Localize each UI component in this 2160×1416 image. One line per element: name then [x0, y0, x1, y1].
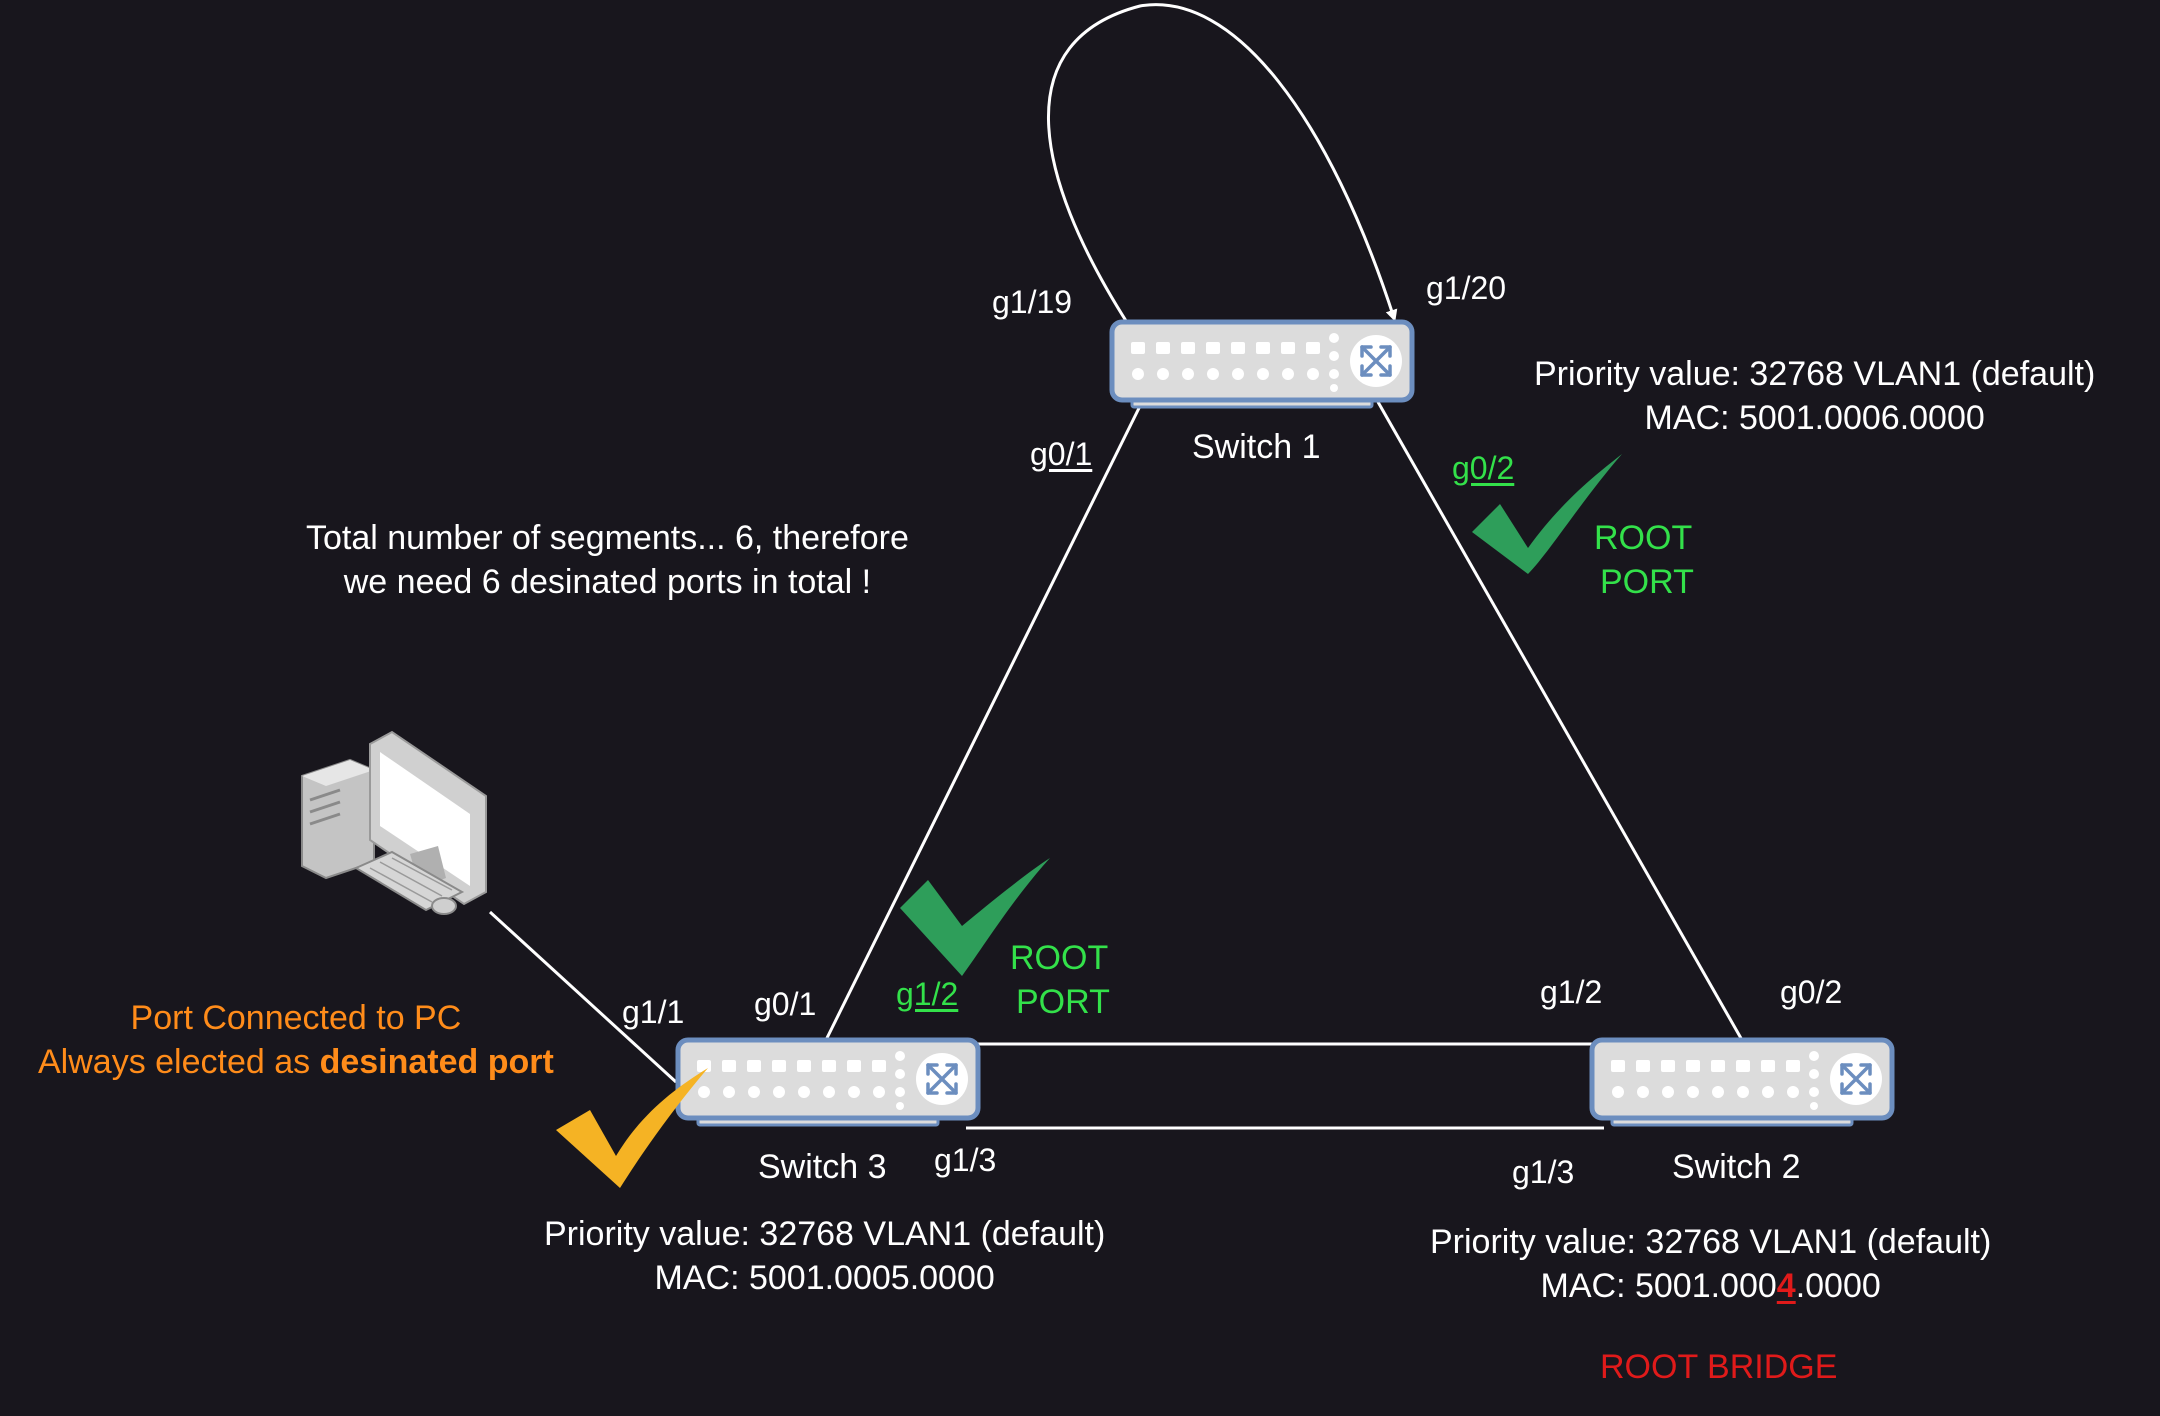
switch-3-name: Switch 3: [758, 1148, 887, 1186]
port-label-s2-g0-2: g0/2: [1780, 974, 1843, 1010]
desktop-pc-icon[interactable]: [301, 730, 487, 915]
port-label-s1-g0-1: g0/1: [1030, 436, 1093, 472]
switch-3-priority: Priority value: 32768 VLAN1 (default): [544, 1215, 1106, 1253]
link-s1-s2: [1376, 401, 1744, 1041]
segments-note: Total number of segments... 6, therefore…: [306, 516, 909, 604]
port-label-s1-g0-2: g0/2: [1452, 450, 1515, 486]
segments-note-line2: we need 6 desinated ports in total !: [343, 563, 872, 601]
switch-3-info: Priority value: 32768 VLAN1 (default) MA…: [544, 1212, 1105, 1300]
switch-1-icon[interactable]: [1112, 322, 1412, 407]
desinated-port-emphasis: desinated port: [319, 1043, 554, 1081]
port-label-s1-g1-20: g1/20: [1426, 270, 1507, 306]
segments-note-line1: Total number of segments... 6, therefore: [306, 519, 909, 557]
root-port-label-line1: ROOT: [1594, 519, 1693, 557]
checkmark-icon: [1472, 454, 1622, 574]
self-loop-g1-19-g1-20: [1047, 3, 1398, 325]
switch-1-priority: Priority value: 32768 VLAN1 (default): [1534, 355, 2096, 393]
port-label-s2-g1-2: g1/2: [1540, 974, 1603, 1010]
port-label-s2-g1-3: g1/3: [1512, 1154, 1575, 1190]
root-bridge-label: ROOT BRIDGE: [1600, 1348, 1838, 1386]
switch-2-priority: Priority value: 32768 VLAN1 (default): [1430, 1223, 1992, 1261]
switch-2-name: Switch 2: [1672, 1148, 1801, 1186]
pc-port-note-line1: Port Connected to PC: [130, 999, 462, 1037]
switch-1-name: Switch 1: [1192, 428, 1321, 466]
root-port-label-line2: PORT: [1016, 983, 1110, 1021]
link-s1-s3: [824, 401, 1144, 1041]
checkmark-icon: [556, 1068, 708, 1188]
root-port-label-s1: ROOT PORT: [1594, 516, 1694, 604]
pc-port-note-line2: Always elected as desinated port: [38, 1043, 554, 1081]
mac-highlight-digit: 4: [1776, 1267, 1796, 1305]
port-label-s3-g1-1: g1/1: [622, 994, 685, 1030]
link-pc-s3: [488, 910, 678, 1084]
switch-2-icon[interactable]: [1592, 1040, 1892, 1125]
root-port-label-line2: PORT: [1600, 563, 1694, 601]
port-label-s3-g0-1: g0/1: [754, 986, 817, 1022]
port-label-s3-g1-2: g1/2: [896, 976, 959, 1012]
root-port-label-line1: ROOT: [1010, 939, 1109, 977]
switch-2-info: Priority value: 32768 VLAN1 (default) MA…: [1430, 1220, 1991, 1308]
switch-1-info: Priority value: 32768 VLAN1 (default) MA…: [1534, 352, 2095, 440]
switch-3-icon[interactable]: [678, 1040, 978, 1125]
switch-2-mac: MAC: 5001.0004.0000: [1540, 1267, 1881, 1305]
port-label-s3-g1-3: g1/3: [934, 1142, 997, 1178]
switch-1-mac: MAC: 5001.0006.0000: [1644, 399, 1985, 437]
switch-3-mac: MAC: 5001.0005.0000: [654, 1259, 995, 1297]
port-label-s1-g1-19: g1/19: [992, 284, 1073, 320]
network-links: [488, 3, 1744, 1130]
root-port-label-s3: ROOT PORT: [1010, 936, 1110, 1024]
checkmark-icon: [900, 858, 1050, 976]
pc-port-note: Port Connected to PC Always elected as d…: [38, 996, 554, 1084]
